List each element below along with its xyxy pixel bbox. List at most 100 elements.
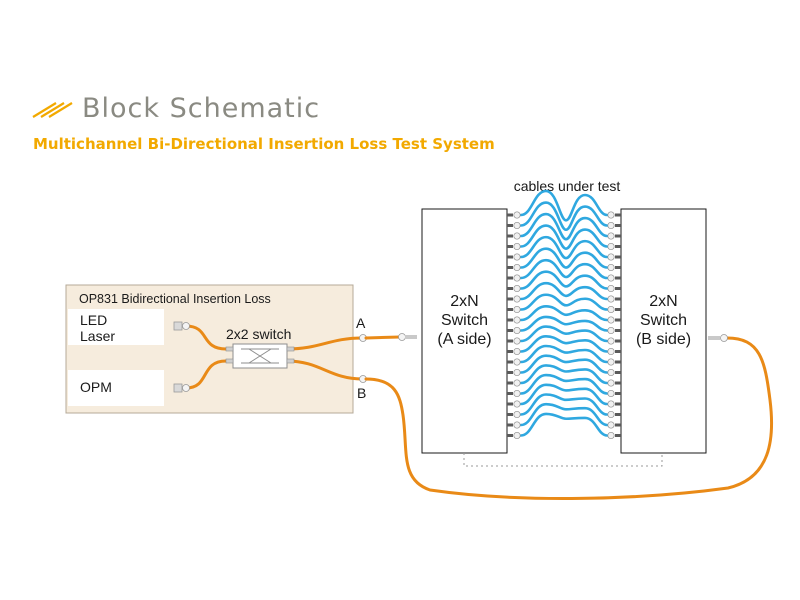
switch-a-port-connector-icon xyxy=(513,379,521,387)
switch-a-input-connector-icon xyxy=(398,333,417,341)
switch-a-port-stub xyxy=(507,381,513,385)
cable-under-test xyxy=(519,383,609,406)
switch-a-port-stub xyxy=(507,360,513,364)
cable-under-test xyxy=(519,402,609,427)
cable-under-test xyxy=(519,212,609,241)
source-box xyxy=(68,309,164,345)
switch-a-port-stub xyxy=(507,308,513,311)
switch-b-port-connector-icon xyxy=(607,232,615,240)
cable-under-test xyxy=(519,201,609,232)
switch-a-port-stub xyxy=(507,434,513,437)
cable-under-test xyxy=(519,354,609,374)
switch-b-port-connector-icon xyxy=(607,410,615,419)
switch-b-port-connector-icon xyxy=(607,316,615,324)
switch-2x2 xyxy=(225,343,295,369)
connector-meter-icon xyxy=(173,383,190,393)
switch-b-port-connector-icon xyxy=(607,295,615,303)
switch-a-port-connector-icon xyxy=(513,295,521,303)
switch-b-port-stub xyxy=(615,287,621,290)
fiber-port-a-to-switch-a xyxy=(364,335,402,340)
switch-b-port-stub xyxy=(615,360,621,364)
switch-b-port-stub xyxy=(615,371,621,374)
switch-a-port-connector-icon xyxy=(513,389,521,398)
switch-b-port-stub xyxy=(615,392,621,395)
switch-b-port-connector-icon xyxy=(607,305,615,314)
switch-b-port-connector-icon xyxy=(607,221,615,230)
cable-under-test xyxy=(519,393,609,416)
switch-b-port-stub xyxy=(615,318,621,322)
switch-a-port-connector-icon xyxy=(513,421,521,429)
cable-under-test xyxy=(519,304,609,322)
port-b-label: B xyxy=(357,385,366,401)
switch-2x2-label: 2x2 switch xyxy=(226,326,291,342)
switch-b-port-connector-icon xyxy=(607,242,615,251)
cable-under-test xyxy=(519,281,609,301)
switch-a-port-connector-icon xyxy=(513,232,521,240)
switch-b-port-stub xyxy=(615,350,621,353)
switch-a-port-connector-icon xyxy=(513,410,521,419)
switch-b-port-connector-icon xyxy=(607,400,615,408)
switch-a-port-connector-icon xyxy=(513,263,521,272)
switch-control-link xyxy=(463,453,663,467)
switch-a-port-connector-icon xyxy=(513,358,521,366)
switch-b-port-connectors xyxy=(607,211,621,440)
switch-b-port-stub xyxy=(615,297,621,301)
switch-b-port-connector-icon xyxy=(607,211,615,219)
cable-under-test xyxy=(519,235,609,260)
switch-a-port-stub xyxy=(507,245,513,248)
switch-a-port-connector-icon xyxy=(513,431,521,440)
cable-under-test xyxy=(519,270,609,290)
switch-a-label-1: 2xN xyxy=(450,293,478,310)
switch-a-port-connectors xyxy=(507,211,521,440)
switch-a-port-connector-icon xyxy=(513,211,521,219)
switch-b-port-stub xyxy=(615,234,621,238)
switch-a-port-stub xyxy=(507,255,513,259)
fiber-port-b-loop xyxy=(364,336,774,500)
switch-b-output-connector-icon xyxy=(708,334,728,342)
switch-a-port-stub xyxy=(507,329,513,332)
switch-a-port-connector-icon xyxy=(513,221,521,230)
cable-under-test xyxy=(519,325,609,343)
switch-a-port-connector-icon xyxy=(513,274,521,282)
internal-fibers xyxy=(184,324,364,390)
switch-a-port-connector-icon xyxy=(513,368,521,377)
switch-b-port-connector-icon xyxy=(607,274,615,282)
switch-b-port-connector-icon xyxy=(607,326,615,335)
cable-under-test xyxy=(519,412,609,437)
switch-a-port-connector-icon xyxy=(513,326,521,335)
external-fibers xyxy=(364,335,774,500)
switch-b-port-stub xyxy=(615,308,621,311)
port-a-label: A xyxy=(356,315,366,331)
switch-a-port-stub xyxy=(507,392,513,395)
cable-under-test xyxy=(519,344,609,364)
connector-source-icon xyxy=(173,321,190,331)
cable-under-test xyxy=(519,247,609,269)
source-label-laser: Laser xyxy=(80,328,115,344)
switch-b-port-stub xyxy=(615,434,621,437)
switch-a-port-connector-icon xyxy=(513,305,521,314)
cable-under-test xyxy=(519,189,609,222)
switch-b-port-stub xyxy=(615,224,621,227)
switch-b-port-stub xyxy=(615,329,621,332)
cable-under-test xyxy=(519,258,609,280)
switch-a-port-stub xyxy=(507,339,513,343)
switch-a-port-stub xyxy=(507,297,513,301)
switch-a-port-stub xyxy=(507,224,513,227)
cable-under-test xyxy=(519,364,609,385)
switch-b-port-stub xyxy=(615,213,621,217)
meter-label: OPM xyxy=(80,379,112,395)
switch-a-port-connector-icon xyxy=(513,284,521,293)
switch-a-port-stub xyxy=(507,287,513,290)
switch-a-port-stub xyxy=(507,266,513,269)
switch-b-port-connector-icon xyxy=(607,368,615,377)
switch-a-port-stub xyxy=(507,318,513,322)
switch-b-port-connector-icon xyxy=(607,421,615,429)
logo-mark-icon xyxy=(32,102,73,118)
switch-a-port-stub xyxy=(507,413,513,416)
switch-a-label-3: (A side) xyxy=(437,331,491,348)
switch-b-port-connector-icon xyxy=(607,263,615,272)
source-label-led: LED xyxy=(80,312,107,328)
cable-under-test xyxy=(519,224,609,250)
switch-b-port-stub xyxy=(615,413,621,416)
